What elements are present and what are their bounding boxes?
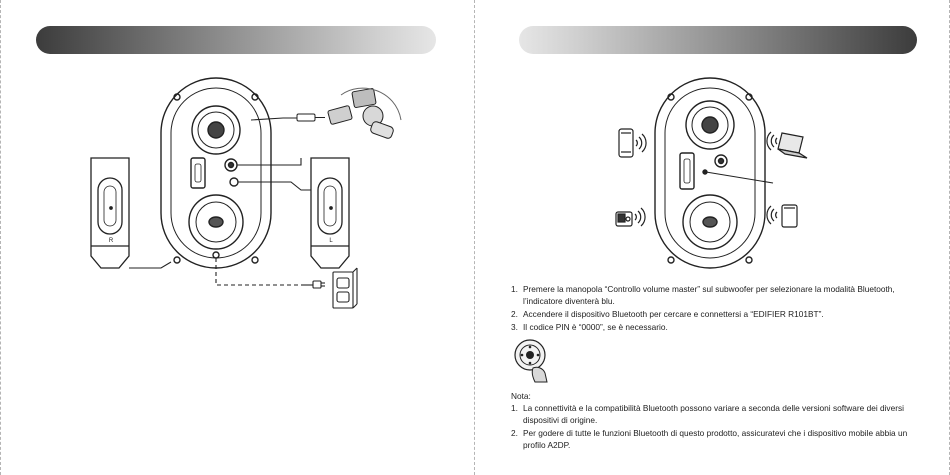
laptop-icon bbox=[766, 131, 808, 159]
notes-list: 1.La connettività e la compatibilità Blu… bbox=[511, 402, 921, 452]
speaker-right-channel-label: L bbox=[329, 238, 333, 244]
tablet-icon bbox=[766, 204, 798, 228]
audio-source-devices-icon bbox=[296, 87, 402, 139]
volume-knob-press-icon bbox=[514, 339, 548, 383]
section-header-bar bbox=[36, 26, 436, 54]
step-item: 1.Premere la manopola “Controllo volume … bbox=[511, 284, 895, 306]
power-outlet-icon bbox=[312, 267, 358, 309]
music-player-icon bbox=[615, 207, 646, 227]
speaker-left-illustration bbox=[90, 157, 130, 269]
step-item: 3.Il codice PIN è “0000”, se è necessari… bbox=[511, 322, 668, 332]
note-title: Nota: bbox=[511, 391, 531, 401]
bluetooth-steps-list: 1.Premere la manopola “Controllo volume … bbox=[511, 283, 921, 334]
smartphone-icon bbox=[618, 128, 647, 158]
speaker-right-illustration bbox=[310, 157, 350, 269]
right-page: 1.Premere la manopola “Controllo volume … bbox=[475, 0, 950, 475]
indicator-pointer-line bbox=[705, 171, 774, 184]
connection-diagram: R L bbox=[90, 77, 402, 309]
bluetooth-pairing-diagram bbox=[615, 77, 808, 269]
section-header-bar bbox=[519, 26, 917, 54]
page-divider bbox=[474, 0, 475, 475]
note-item: 1.La connettività e la compatibilità Blu… bbox=[511, 403, 904, 425]
step-item: 2.Accendere il dispositivo Bluetooth per… bbox=[511, 309, 824, 319]
subwoofer-illustration bbox=[654, 77, 766, 269]
left-page: R L bbox=[0, 0, 474, 475]
speaker-left-channel-label: R bbox=[109, 238, 114, 244]
note-item: 2.Per godere di tutte le funzioni Blueto… bbox=[511, 428, 908, 450]
cables bbox=[129, 117, 313, 286]
subwoofer-illustration bbox=[160, 77, 272, 269]
